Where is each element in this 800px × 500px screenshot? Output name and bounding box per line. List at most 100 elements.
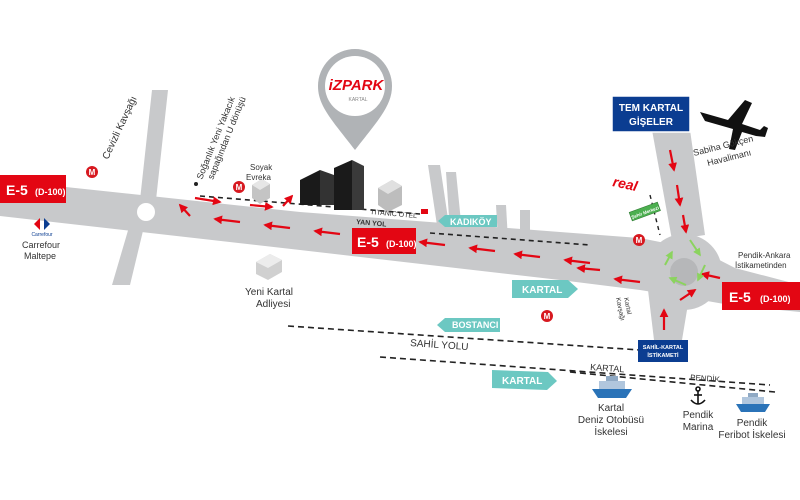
route-arrow [249, 201, 274, 211]
tem-line1: TEM KARTAL [619, 103, 683, 114]
pendik-feribot-line1: Pendik [737, 418, 769, 429]
sahil-line1: SAHİL-KARTAL [643, 344, 684, 351]
e5-west-code: E-5 [6, 182, 28, 198]
ramp-4 [520, 210, 530, 242]
route-arrow [213, 215, 241, 225]
bostanci-label: BOSTANCI [452, 320, 498, 330]
route-arrow [263, 221, 291, 231]
e5-sign-east: E-5 (D-100) [722, 282, 800, 310]
pendik-ankara-line2: İstikametinden [735, 261, 787, 270]
route-arrows-green [664, 239, 706, 286]
soyak-building [252, 179, 270, 204]
e5-center-code: E-5 [357, 234, 379, 250]
route-arrow [613, 275, 641, 285]
real-logo: real [611, 173, 640, 194]
metro-icon: M [86, 166, 98, 178]
svg-text:M: M [636, 236, 643, 245]
svg-text:M: M [89, 168, 96, 177]
route-arrow [674, 184, 684, 207]
tem-kartal-sign: TEM KARTAL GİŞELER [611, 95, 691, 133]
carrefour-brand: Carrefour [31, 232, 52, 238]
kartal-junction-center [670, 258, 698, 286]
carrefour-line2: Maltepe [24, 251, 56, 261]
anchor-icon [690, 386, 706, 405]
izpark-logo: iZPARK [329, 77, 385, 94]
route-arrow [700, 271, 721, 280]
adliye-line2: Adliyesi [256, 299, 290, 310]
yan-yol-line-right [649, 194, 661, 236]
svg-text:M: M [236, 183, 243, 192]
route-arrow [468, 244, 496, 254]
pendik-marina-line2: Marina [683, 422, 714, 433]
izpark-logo-sub: KARTAL [349, 97, 368, 103]
route-arrow [282, 194, 294, 207]
e5-east-code: E-5 [729, 289, 751, 305]
adliye-building [256, 254, 282, 280]
e5-east-name: (D-100) [760, 294, 791, 304]
ramp-3 [496, 205, 508, 240]
metro-icon: M [633, 234, 645, 246]
route-arrow [418, 238, 446, 248]
kartal-iskele-line2: Deniz Otobüsü [578, 415, 644, 426]
izpark-building [300, 160, 364, 210]
sign-kartal-upper: KARTAL [512, 280, 578, 298]
route-arrows [178, 149, 721, 330]
kartal-kavsagi-line2: Kavşağı [614, 297, 626, 322]
adliye-line1: Yeni Kartal [245, 287, 293, 298]
kartal-coast-label: KARTAL [590, 362, 625, 374]
e5-center-name: (D-100) [386, 239, 417, 249]
green-arrow [668, 276, 687, 286]
titanic-marker [421, 209, 428, 214]
cevizli-north-road [140, 90, 168, 200]
route-arrow [563, 256, 591, 266]
kartal-kavsagi-line1: Kartal [622, 297, 632, 316]
sign-kadikoy: KADIKÖY [438, 215, 497, 227]
green-direction-sign: Şehir Merkezi [628, 201, 661, 222]
soyak-line2: Evreka [246, 173, 271, 182]
sahil-line2: İSTİKAMETİ [647, 352, 679, 359]
ship-icon [736, 393, 770, 412]
soyak-line1: Soyak [250, 163, 273, 172]
route-arrow [513, 250, 541, 260]
pendik-coast-label: PENDİK [690, 373, 721, 384]
green-arrow [697, 264, 706, 282]
route-arrow [668, 149, 677, 172]
plane-icon [700, 100, 768, 150]
metro-icon: M [233, 181, 245, 193]
sahil-line-2 [379, 356, 771, 386]
green-arrow [689, 239, 701, 257]
kartal-iskele-line3: İskelesi [594, 425, 627, 438]
route-arrow [680, 214, 690, 234]
sign-bostanci: BOSTANCI [437, 318, 500, 332]
metro-icon: M [541, 310, 553, 322]
route-arrow [576, 264, 601, 274]
tem-line2: GİŞELER [629, 115, 674, 128]
route-arrow [178, 203, 191, 217]
sign-kartal-lower: KARTAL [492, 370, 557, 390]
carrefour-line1: Carrefour [22, 240, 60, 250]
e5-sign-center: E-5 (D-100) [352, 228, 417, 254]
cevizli-roundabout [137, 203, 155, 221]
route-arrow [194, 196, 222, 206]
tem-connector-road [652, 130, 705, 240]
route-arrow [313, 227, 341, 237]
kartal-iskele-line1: Kartal [598, 403, 624, 414]
kadikoy-label: KADIKÖY [450, 217, 492, 227]
svg-text:M: M [544, 312, 551, 321]
sahil-line-3 [569, 371, 776, 393]
titanic-building [378, 180, 402, 212]
cevizli-label: Cevizli Kavşağı [101, 95, 140, 162]
sahil-yolu-label: SAHİL YOLU [410, 336, 469, 353]
green-arrow [664, 250, 673, 266]
sahil-line-1 [287, 325, 641, 351]
map-pin-icon [318, 49, 392, 150]
sahil-kartal-sign: SAHİL-KARTAL İSTİKAMETİ [638, 340, 688, 362]
pendik-ankara-line1: Pendik-Ankara [738, 251, 791, 260]
ramp-1 [428, 165, 450, 232]
ship-icon [592, 376, 632, 398]
pendik-feribot-line2: Feribot İskelesi [718, 428, 785, 441]
route-arrow [679, 289, 697, 301]
kartal-lower-label: KARTAL [502, 376, 542, 387]
